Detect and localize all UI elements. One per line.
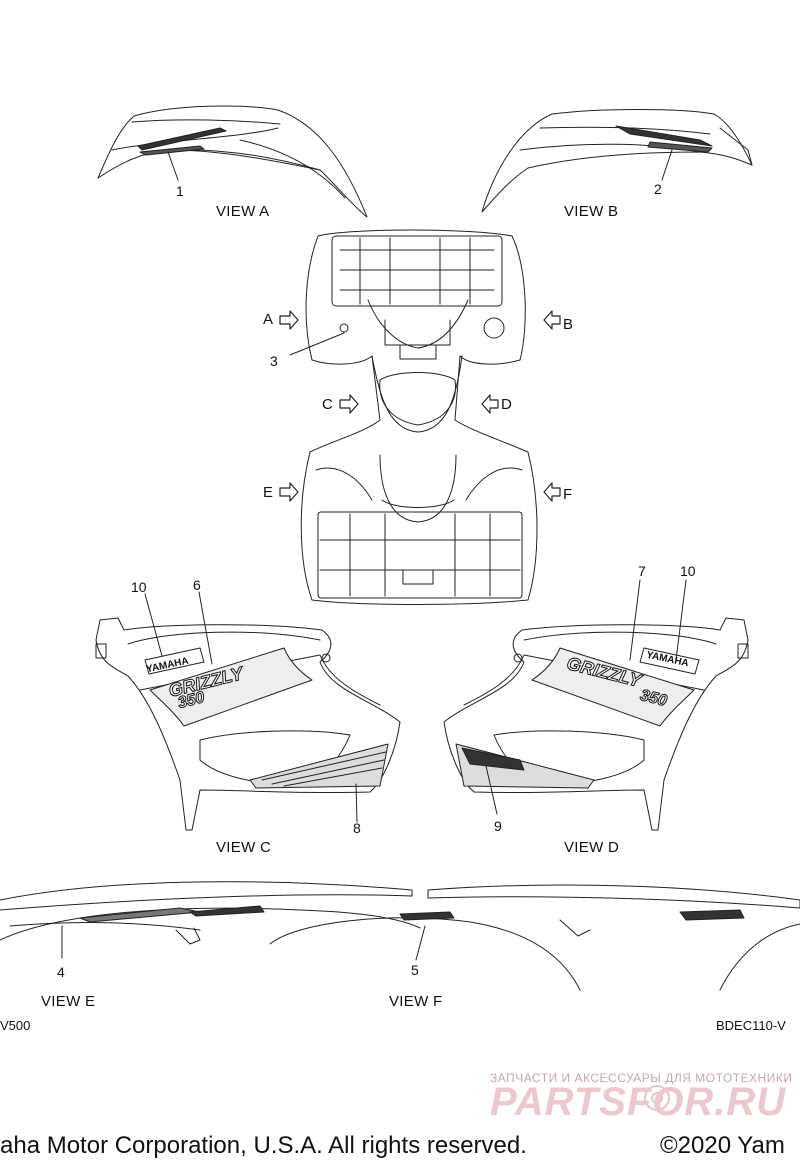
callout-3: 3	[270, 353, 278, 369]
view-b-fender	[481, 109, 753, 213]
arrow-d-label: D	[501, 396, 513, 413]
view-a-fender	[97, 105, 368, 218]
view-arrows	[279, 310, 561, 502]
watermark-logo: PARTSFOR.RU	[490, 1080, 787, 1124]
watermark-gears	[644, 1085, 670, 1111]
arrow-f-label: F	[563, 486, 573, 503]
copyright-right: ©2020 Yam	[660, 1132, 785, 1159]
callout-5: 5	[411, 962, 419, 978]
callout-9: 9	[494, 818, 502, 834]
callout-10-right: 10	[680, 563, 696, 579]
callout-4: 4	[57, 964, 65, 980]
callout-7: 7	[638, 563, 646, 579]
callout-10-left: 10	[131, 579, 147, 595]
view-b-label: VIEW B	[564, 203, 619, 220]
view-c-side-panel	[95, 591, 401, 831]
watermark-caption: ЗАПЧАСТИ И АКСЕССУАРЫ ДЛЯ МОТОТЕХНИКИ	[490, 1071, 793, 1085]
arrow-a-label: A	[263, 311, 274, 328]
callout-1: 1	[176, 183, 184, 199]
arrow-b-label: B	[563, 316, 574, 333]
view-d-label: VIEW D	[564, 839, 620, 856]
atv-top-view	[289, 229, 538, 605]
view-c-label: VIEW C	[216, 839, 272, 856]
callout-8: 8	[353, 820, 361, 836]
diagram-code-left: V500	[0, 1018, 31, 1033]
callout-2: 2	[654, 181, 662, 197]
arrow-c-label: C	[322, 396, 334, 413]
view-e-f-rear-fenders	[0, 881, 800, 991]
view-d-side-panel	[443, 579, 749, 831]
diagram-code-right: BDEC110-V	[716, 1018, 786, 1033]
view-e-label: VIEW E	[41, 993, 96, 1010]
view-f-label: VIEW F	[389, 993, 443, 1010]
arrow-e-label: E	[263, 484, 274, 501]
callout-6: 6	[193, 577, 201, 593]
copyright-left: aha Motor Corporation, U.S.A. All rights…	[0, 1132, 527, 1159]
view-a-label: VIEW A	[216, 203, 270, 220]
